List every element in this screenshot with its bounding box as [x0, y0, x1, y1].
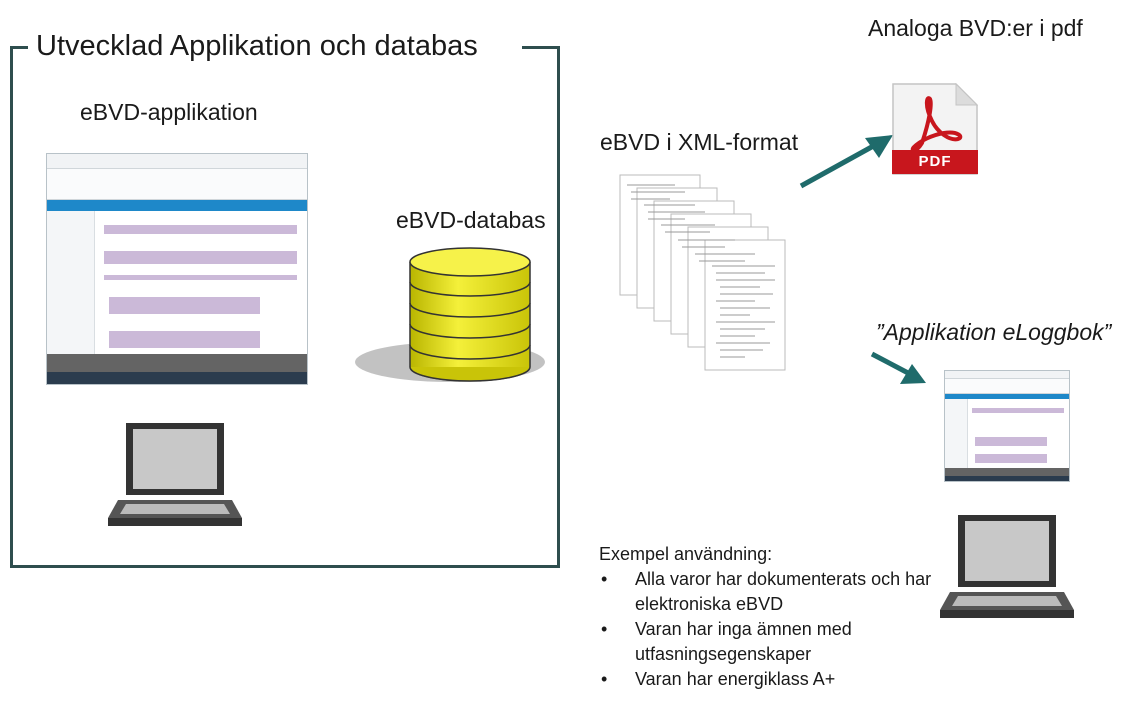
list-item: Varan har energiklass A+ [599, 667, 955, 692]
xml-label: eBVD i XML-format [600, 129, 799, 155]
app-ribbon [47, 168, 307, 200]
arrow-icon [870, 351, 926, 384]
table-block [974, 453, 1047, 464]
windows-taskbar [47, 372, 307, 384]
app-status-area [47, 353, 307, 373]
list-item: Alla varor har dokumenterats och har ele… [599, 567, 955, 617]
frame-title: Utvecklad Applikation och databas [36, 28, 478, 64]
pdf-label: Analoga BVD:er i pdf [868, 15, 1083, 41]
app-header-bar [47, 199, 307, 212]
app-titlebar [47, 154, 307, 169]
app-screenshot [46, 153, 308, 385]
app-content [945, 399, 1069, 468]
table-block [109, 330, 261, 349]
app-ribbon [945, 378, 1069, 394]
example-usage: Exempel användning: Alla varor har dokum… [599, 542, 955, 692]
app-content [47, 211, 307, 354]
app-status-area [945, 467, 1069, 477]
eloggbok-label: ”Applikation eLoggbok” [876, 319, 1112, 345]
app-label: eBVD-applikation [80, 99, 258, 125]
arrow-icon [799, 135, 893, 189]
application-frame [10, 46, 560, 568]
xml-document-stack-icon [619, 174, 786, 371]
example-list: Alla varor har dokumenterats och har ele… [599, 567, 955, 692]
laptop-icon [108, 423, 242, 526]
app-titlebar [945, 371, 1069, 379]
app-header-bar [945, 393, 1069, 400]
db-label: eBVD-databas [396, 207, 546, 233]
form-row [972, 407, 1065, 414]
frame-top-edge-right [522, 46, 560, 49]
laptop-icon [940, 515, 1074, 618]
database-icon [355, 247, 545, 382]
frame-top-edge-left [10, 46, 28, 49]
eloggbok-screenshot [944, 370, 1070, 482]
form-row [104, 275, 297, 280]
pdf-badge: PDF [892, 150, 978, 174]
example-heading: Exempel användning: [599, 544, 773, 564]
app-sidebar [47, 211, 95, 354]
list-item: Varan har inga ämnen med utfasningsegens… [599, 617, 955, 667]
windows-taskbar [945, 476, 1069, 481]
table-block [974, 436, 1047, 447]
app-sidebar [945, 399, 969, 468]
table-block [109, 296, 261, 314]
form-row [104, 225, 297, 234]
form-row [104, 251, 297, 264]
